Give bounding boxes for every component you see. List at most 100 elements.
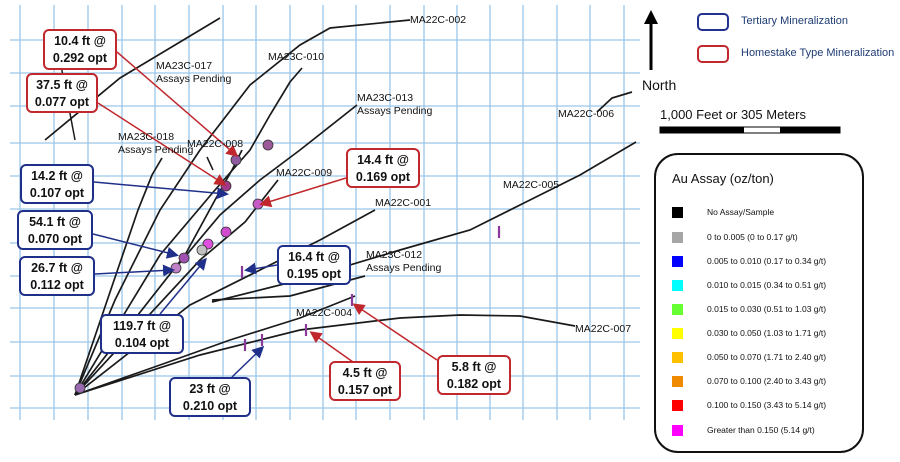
assay-swatch (672, 255, 683, 267)
assay-legend-title: Au Assay (oz/ton) (672, 171, 774, 186)
callout-leader (92, 233, 179, 259)
callout-line1: 4.5 ft @ (342, 366, 388, 380)
assay-interval-marker (220, 226, 232, 238)
callout-10-4ft: 10.4 ft @ 0.292 opt (43, 29, 117, 70)
hole-note-ma23c-013: Assays Pending (357, 105, 432, 117)
callout-line1: 14.2 ft @ (31, 169, 83, 183)
hole-labels: MA22C-002 MA23C-010 MA23C-017 Assays Pen… (118, 14, 631, 335)
hole-note-ma23c-018: Assays Pending (118, 144, 193, 156)
callout-line2: 0.195 opt (286, 267, 342, 281)
hole-label-ma22c-007: MA22C-007 (575, 323, 631, 335)
callout-line1: 119.7 ft @ (112, 319, 172, 333)
assay-swatch (672, 303, 683, 315)
trace-ma22c-007 (74, 314, 576, 396)
assay-interval-marker (196, 244, 208, 256)
assay-row: 0.070 to 0.100 (2.40 to 3.43 g/t) (672, 374, 826, 388)
hole-label-ma23c-010: MA23C-010 (268, 51, 324, 63)
trace-ma22c-001 (74, 209, 376, 396)
callout-leader (116, 51, 239, 157)
north-arrow (644, 10, 658, 70)
callout-line1: 37.5 ft @ (36, 78, 88, 92)
hole-note-ma23c-012: Assays Pending (366, 262, 441, 274)
callout-14-2ft: 14.2 ft @ 0.107 opt (20, 164, 94, 204)
assay-row-label: 0.100 to 0.150 (3.43 to 5.14 g/t) (707, 400, 827, 410)
trace-ma22c-004 (74, 295, 356, 396)
assay-row-label: 0.005 to 0.010 (0.17 to 0.34 g/t) (707, 256, 827, 266)
assay-swatch (672, 375, 683, 387)
callout-line1: 54.1 ft @ (29, 215, 81, 229)
assay-row: No Assay/Sample (672, 205, 774, 219)
hole-label-ma22c-008: MA22C-008 (187, 138, 243, 150)
assay-interval-marker (170, 262, 182, 274)
callout-line1: 23 ft @ (189, 382, 231, 396)
trace-ma22c-006 (596, 91, 633, 113)
callout-leader (93, 181, 229, 200)
callout-line2: 0.107 opt (29, 186, 85, 200)
callout-16-4ft: 16.4 ft @ 0.195 opt (277, 245, 351, 285)
hole-label-ma22c-005: MA22C-005 (503, 179, 559, 191)
callout-line2: 0.292 opt (52, 51, 108, 65)
trace-ma23c-010 (74, 67, 303, 396)
scale-bar (659, 126, 841, 134)
tertiary-legend-key (697, 13, 729, 31)
assay-row: 0.015 to 0.030 (0.51 to 1.03 g/t) (672, 302, 826, 316)
assay-row: 0.050 to 0.070 (1.71 to 2.40 g/t) (672, 350, 826, 364)
homestake-legend-key (697, 45, 729, 63)
callout-4-5ft: 4.5 ft @ 0.157 opt (329, 361, 401, 401)
callout-23ft: 23 ft @ 0.210 opt (169, 377, 251, 417)
callout-leaders (92, 51, 438, 378)
north-label: North (642, 77, 677, 93)
trace-stub (206, 156, 214, 171)
assay-swatch (672, 424, 683, 436)
assay-row-label: 0.050 to 0.070 (1.71 to 2.40 g/t) (707, 352, 827, 362)
callout-leader (231, 345, 265, 378)
hole-label-ma22c-004: MA22C-004 (296, 307, 352, 319)
assay-swatch (672, 399, 683, 411)
callout-line2: 0.210 opt (182, 399, 238, 413)
trace-ma23c-013 (177, 104, 358, 266)
assay-row-label: 0.070 to 0.100 (2.40 to 3.43 g/t) (707, 376, 827, 386)
callout-5-8ft: 5.8 ft @ 0.182 opt (437, 355, 511, 395)
callout-line2: 0.077 opt (34, 95, 90, 109)
assay-row: Greater than 0.150 (5.14 g/t) (672, 423, 815, 437)
tertiary-legend-label: Tertiary Mineralization (741, 15, 848, 27)
assay-row: 0.030 to 0.050 (1.03 to 1.71 g/t) (672, 326, 826, 340)
callout-54-1ft: 54.1 ft @ 0.070 opt (17, 210, 93, 250)
hole-label-ma22c-009: MA22C-009 (276, 167, 332, 179)
hole-label-ma23c-012: MA23C-012 (366, 249, 422, 261)
callout-leader (259, 177, 347, 208)
assay-row-label: No Assay/Sample (707, 207, 775, 217)
callout-leader (159, 257, 207, 315)
callout-leader (309, 331, 354, 363)
hole-label-ma23c-018: MA23C-018 (118, 131, 174, 143)
assay-row-label: 0.015 to 0.030 (0.51 to 1.03 g/t) (707, 304, 827, 314)
hole-label-ma23c-017: MA23C-017 (156, 60, 212, 72)
callout-leader (352, 303, 438, 361)
assay-swatch (672, 231, 683, 243)
assay-legend: Au Assay (oz/ton) No Assay/Sample 0 to 0… (654, 153, 864, 453)
hole-label-ma22c-001: MA22C-001 (375, 197, 431, 209)
callout-line2: 0.104 opt (114, 336, 170, 350)
callout-line2: 0.112 opt (30, 278, 84, 292)
assay-swatch (672, 206, 683, 218)
assay-row: 0.100 to 0.150 (3.43 to 5.14 g/t) (672, 398, 826, 412)
assay-swatch (672, 351, 683, 363)
callout-26-7ft: 26.7 ft @ 0.112 opt (19, 256, 95, 296)
assay-row: 0.005 to 0.010 (0.17 to 0.34 g/t) (672, 254, 826, 268)
scale-label: 1,000 Feet or 305 Meters (660, 107, 806, 122)
callout-line1: 10.4 ft @ (54, 34, 106, 48)
callout-leader (244, 262, 278, 275)
callout-line2: 0.157 opt (337, 383, 393, 397)
callout-37-5ft: 37.5 ft @ 0.077 opt (26, 73, 98, 113)
callout-line2: 0.182 opt (446, 377, 502, 391)
assay-row-label: 0.010 to 0.015 (0.34 to 0.51 g/t) (707, 280, 827, 290)
assay-row-label: 0.030 to 0.050 (1.03 to 1.71 g/t) (707, 328, 827, 338)
assay-row: 0 to 0.005 (0 to 0.17 g/t) (672, 230, 798, 244)
hole-note-ma23c-017: Assays Pending (156, 73, 231, 85)
callout-line2: 0.070 opt (27, 232, 83, 246)
callout-119-7ft: 119.7 ft @ 0.104 opt (100, 314, 184, 354)
callout-line2: 0.169 opt (355, 170, 411, 184)
hole-label-ma22c-006: MA22C-006 (558, 108, 614, 120)
assay-interval-marker (252, 198, 264, 210)
hole-label-ma23c-013: MA23C-013 (357, 92, 413, 104)
